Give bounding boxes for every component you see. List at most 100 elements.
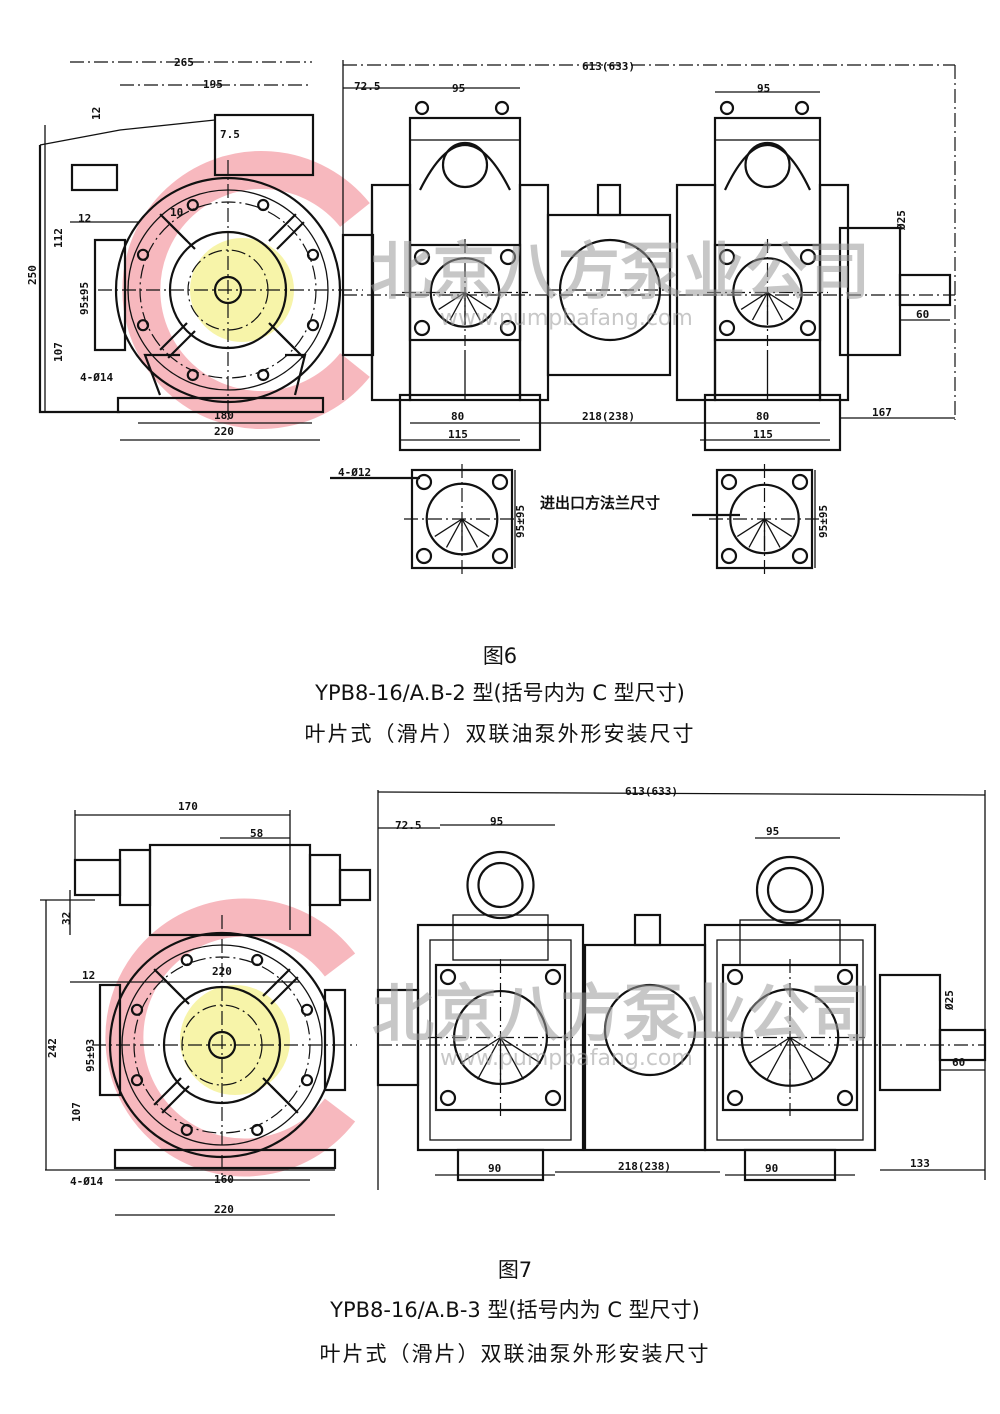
- dim-label: 4-Ø12: [338, 466, 371, 479]
- dim-label: 4-Ø14: [70, 1175, 103, 1188]
- bolt-hole: [799, 319, 817, 337]
- terminal-flange: [93, 238, 127, 352]
- dim-label: 218(238): [618, 1160, 671, 1173]
- port-line: [445, 518, 463, 548]
- dim-label: 90: [488, 1162, 501, 1175]
- dim-label: 170: [178, 800, 198, 813]
- dim-label: 95: [757, 82, 770, 95]
- bolt-hole: [499, 319, 517, 337]
- bolt-hole: [544, 968, 562, 986]
- dim-label: 4-Ø14: [80, 371, 113, 384]
- nut: [494, 100, 510, 116]
- figure6-model-line: YPB8-16/A.B-2 型(括号内为 C 型尺寸): [315, 681, 685, 705]
- figure6-label: 图6: [482, 644, 518, 668]
- outline-path: [39, 119, 216, 146]
- dim-label: 95: [490, 815, 503, 828]
- dim-label: 12: [90, 107, 103, 120]
- watermark-company: 北京八方泵业公司: [370, 235, 870, 308]
- bolt-hole: [791, 547, 809, 565]
- figure7-label: 图7: [497, 1258, 533, 1282]
- dim-label: 12: [78, 212, 91, 225]
- dim-label: 250: [26, 265, 39, 285]
- nut: [794, 100, 810, 116]
- bolt-hole: [718, 319, 736, 337]
- bolt-hole: [720, 473, 738, 491]
- fig7-front-dimensions: 613(633) 72.5 95 95 90 218(238) 90 133 6…: [395, 785, 965, 1175]
- spoke: [270, 1085, 299, 1114]
- dim-label: 220: [212, 965, 232, 978]
- bolt-hole: [836, 1089, 854, 1107]
- dim-label: 107: [52, 342, 65, 362]
- dim-label: 112: [52, 228, 65, 248]
- pump-base: [456, 1148, 545, 1182]
- fig7-side-dimensions: 170 58 32 12 220 242 95±93 107 4-Ø14 160…: [46, 800, 263, 1216]
- pump-base: [743, 1148, 837, 1182]
- outline-rect: [338, 868, 372, 902]
- bolt-hole: [836, 968, 854, 986]
- bolt-hole: [180, 953, 193, 967]
- dim-label: 60: [916, 308, 929, 321]
- spoke: [268, 213, 297, 242]
- port-line: [438, 291, 466, 310]
- spoke: [167, 330, 196, 359]
- bolt-hole: [130, 1074, 144, 1087]
- spoke: [276, 330, 305, 359]
- shaft-circle: [213, 275, 243, 305]
- terminal-flange: [98, 983, 122, 1097]
- shaft-circle: [207, 1030, 237, 1060]
- spoke: [270, 976, 299, 1005]
- dim-label: 7.5: [220, 128, 240, 141]
- dim-label: 115: [753, 428, 773, 441]
- bolt-hole: [257, 368, 270, 382]
- dim-label: 80: [756, 410, 769, 423]
- dim-label: 32: [60, 912, 73, 925]
- dim-label: 265: [174, 56, 194, 69]
- port-line: [764, 518, 793, 538]
- dim-label: 72.5: [354, 80, 381, 93]
- pump-lug: [724, 144, 811, 191]
- dim-label: 220: [214, 425, 234, 438]
- port-line: [763, 518, 781, 548]
- fig6-front-dimensions: 613(633) 72.5 95 95 80 115 218(238) 80 1…: [354, 60, 929, 441]
- watermark-url: www.pumpbafang.com: [440, 1046, 693, 1071]
- port-line: [789, 1036, 831, 1064]
- dim-label: 95±95: [78, 282, 91, 315]
- bolt-hole: [720, 547, 738, 565]
- outline-rect: [429, 939, 572, 1141]
- bolt-hole: [791, 473, 809, 491]
- bolt-hole: [415, 547, 433, 565]
- dim-label: 167: [872, 406, 892, 419]
- port-line: [751, 292, 769, 321]
- port-line: [434, 518, 463, 538]
- outline-rect: [714, 117, 821, 141]
- dim-label: 95±93: [84, 1039, 97, 1072]
- spoke: [167, 221, 196, 250]
- foot: [285, 353, 307, 396]
- dim-label: 58: [250, 827, 263, 840]
- bolt-hole: [439, 968, 457, 986]
- flange-title: 进出口方法兰尺寸: [540, 494, 660, 512]
- port-line: [476, 1037, 502, 1080]
- bolt-hole: [491, 547, 509, 565]
- dim-label: 613(633): [582, 60, 635, 73]
- dim-label: 160: [214, 1173, 234, 1186]
- nut: [719, 100, 735, 116]
- port-line: [449, 292, 466, 321]
- spoke: [161, 976, 190, 1005]
- bolt-hole: [251, 1123, 264, 1137]
- dim-label: 133: [910, 1157, 930, 1170]
- dim-label: 12: [82, 969, 95, 982]
- dim-label: 90: [765, 1162, 778, 1175]
- bolt-hole: [136, 248, 150, 261]
- dim-label: 242: [46, 1038, 59, 1058]
- dim-label: 195: [203, 78, 223, 91]
- drive-shaft: [898, 273, 952, 307]
- bolt-hole: [413, 319, 431, 337]
- dim-label: 80: [451, 410, 464, 423]
- dim-label: 95: [766, 825, 779, 838]
- port-line: [500, 1036, 542, 1064]
- dim-label: 95±95: [817, 505, 830, 538]
- hex-plug: [766, 866, 814, 914]
- figure7-description: 叶片式（滑片）双联油泵外形安装尺寸: [319, 1342, 711, 1366]
- spoke: [159, 322, 188, 351]
